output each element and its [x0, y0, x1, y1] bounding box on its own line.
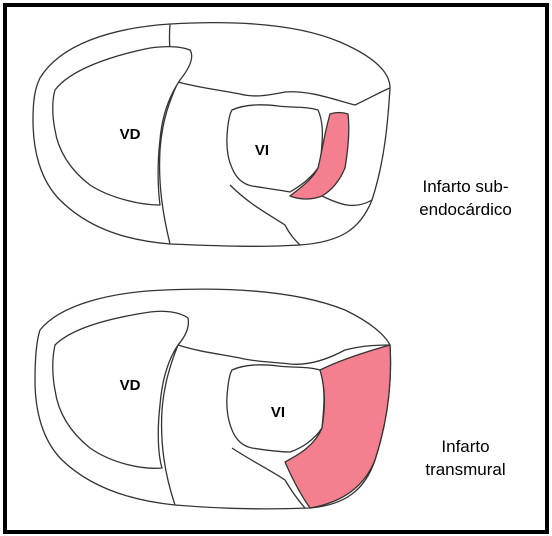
bottom-left-ventricle-label: VI: [271, 404, 285, 421]
transmural-infarct-caption: Infarto transmural: [398, 435, 533, 481]
top-right-ventricle-label: VD: [120, 126, 141, 143]
subendocardial-infarct-caption: Infarto sub- endocárdico: [398, 175, 533, 221]
top-left-ventricle-label: VI: [255, 142, 269, 159]
heart-section-transmural: VD VI: [35, 289, 390, 509]
caption-line: transmural: [398, 458, 533, 481]
caption-line: Infarto: [398, 435, 533, 458]
bottom-right-ventricle-label: VD: [120, 377, 141, 394]
caption-line: endocárdico: [398, 198, 533, 221]
caption-line: Infarto sub-: [398, 175, 533, 198]
heart-section-subendocardial: VD VI: [33, 23, 390, 247]
left-ventricle-cavity: [227, 105, 323, 192]
